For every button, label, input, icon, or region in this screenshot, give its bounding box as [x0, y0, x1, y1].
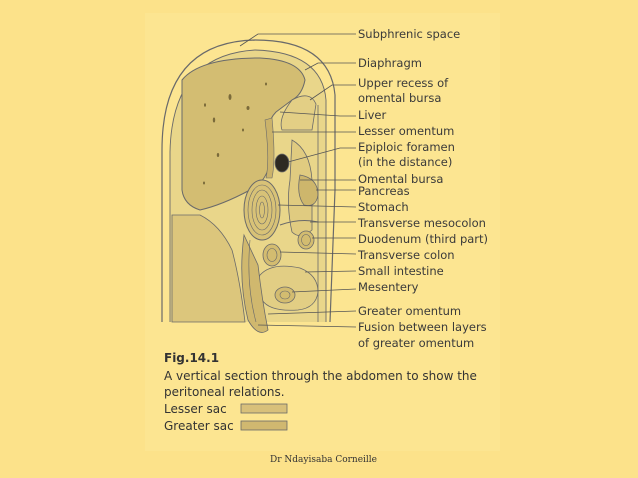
legend-lesser-sac-swatch — [240, 403, 288, 414]
label-upper-recess: Upper recess of — [358, 76, 449, 90]
label-greater-omentum: Greater omentum — [358, 304, 461, 318]
label-duodenum: Duodenum (third part) — [358, 232, 488, 246]
label-subphrenic-space: Subphrenic space — [358, 27, 460, 41]
caption-line-1: A vertical section through the abdomen t… — [164, 369, 477, 383]
liver-spots — [203, 82, 267, 185]
greater-omentum — [241, 233, 269, 333]
legend-greater-sac-swatch — [240, 420, 288, 431]
leader-lines — [239, 33, 357, 328]
label-transverse-colon: Transverse colon — [357, 248, 455, 262]
label-transverse-mesocolon: Transverse mesocolon — [357, 216, 486, 230]
stomach — [243, 179, 281, 241]
abdominal-wall — [161, 39, 336, 323]
label-lesser-omentum: Lesser omentum — [358, 124, 454, 138]
label-fusion-line2: of greater omentum — [358, 336, 474, 350]
label-pancreas: Pancreas — [358, 184, 410, 198]
label-diaphragm: Diaphragm — [358, 56, 422, 70]
label-fusion: Fusion between layers — [358, 320, 487, 334]
caption-line-2: peritoneal relations. — [164, 385, 285, 399]
figure-number: Fig.14.1 — [164, 351, 219, 365]
legend-greater-sac-label: Greater sac — [164, 419, 234, 433]
greater-omentum-fold — [248, 239, 257, 323]
label-upper-recess-line2: omental bursa — [358, 91, 441, 105]
label-stomach: Stomach — [358, 200, 409, 214]
epiploic-foramen — [274, 153, 290, 173]
label-mesentery: Mesentery — [358, 280, 419, 294]
label-epiploic-foramen: Epiploic foramen — [358, 140, 455, 154]
legend-lesser-sac-label: Lesser sac — [164, 402, 227, 416]
transverse-mesocolon — [279, 220, 319, 226]
lesser-omentum — [264, 117, 275, 179]
label-small-intestine: Small intestine — [358, 264, 444, 278]
author-credit: Dr Ndayisaba Corneille — [270, 455, 377, 465]
transverse-colon — [262, 243, 282, 267]
pancreas — [298, 174, 319, 206]
label-omental-bursa: Omental bursa — [358, 172, 443, 186]
duodenum — [297, 230, 315, 250]
label-epiploic-foramen-line2: (in the distance) — [358, 155, 452, 169]
mesentery-loop — [274, 286, 296, 304]
label-liver: Liver — [358, 108, 386, 122]
greater-sac-region — [171, 214, 246, 323]
